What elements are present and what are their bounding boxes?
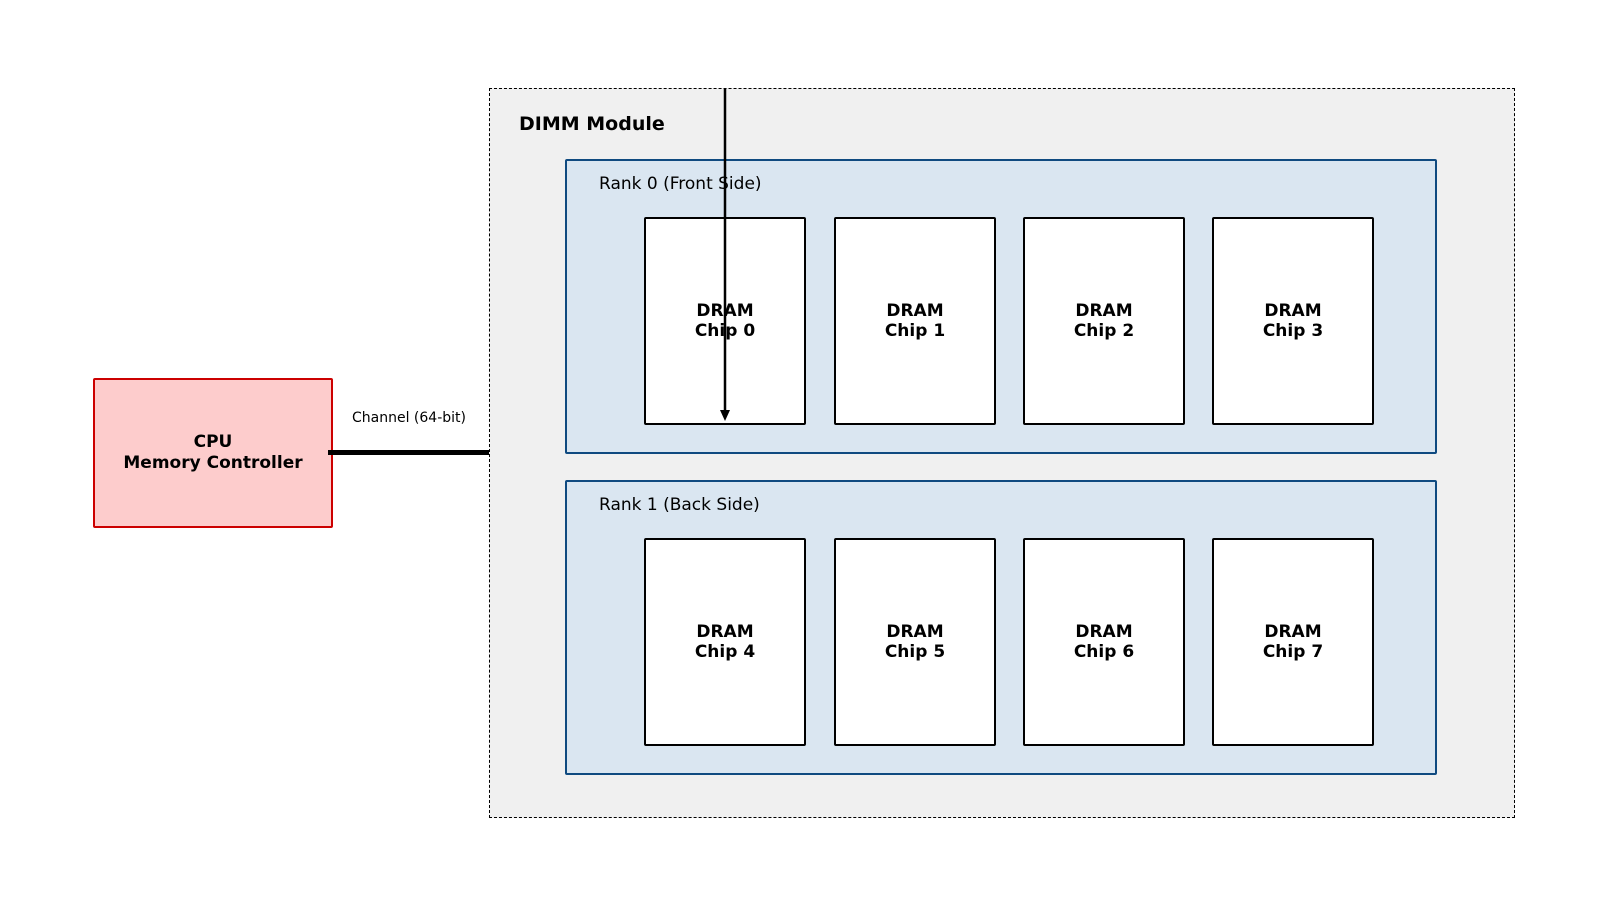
dram-chip-4: DRAM Chip 4	[644, 538, 806, 746]
rank-1-label: Rank 1 (Back Side)	[599, 495, 760, 515]
dram-chip-2-label: DRAM Chip 2	[1073, 301, 1135, 341]
dram-chip-3-label: DRAM Chip 3	[1262, 301, 1324, 341]
dram-chip-2: DRAM Chip 2	[1023, 217, 1185, 425]
dram-chip-6: DRAM Chip 6	[1023, 538, 1185, 746]
dimm-module-title: DIMM Module	[519, 113, 665, 135]
dram-chip-3: DRAM Chip 3	[1212, 217, 1374, 425]
dram-chip-6-label: DRAM Chip 6	[1073, 622, 1135, 662]
channel-bus-line	[328, 450, 491, 455]
dram-chip-0: DRAM Chip 0	[644, 217, 806, 425]
dram-chip-4-label: DRAM Chip 4	[694, 622, 756, 662]
dram-chip-1-label: DRAM Chip 1	[884, 301, 946, 341]
cpu-memory-controller-label: CPU Memory Controller	[123, 432, 303, 473]
dram-chip-7: DRAM Chip 7	[1212, 538, 1374, 746]
channel-label: Channel (64-bit)	[352, 410, 466, 426]
dram-chip-0-label: DRAM Chip 0	[694, 301, 756, 341]
rank-0-label: Rank 0 (Front Side)	[599, 174, 762, 194]
dram-chip-5: DRAM Chip 5	[834, 538, 996, 746]
dram-chip-7-label: DRAM Chip 7	[1262, 622, 1324, 662]
cpu-memory-controller-box: CPU Memory Controller	[93, 378, 333, 528]
dram-chip-5-label: DRAM Chip 5	[884, 622, 946, 662]
dram-chip-1: DRAM Chip 1	[834, 217, 996, 425]
